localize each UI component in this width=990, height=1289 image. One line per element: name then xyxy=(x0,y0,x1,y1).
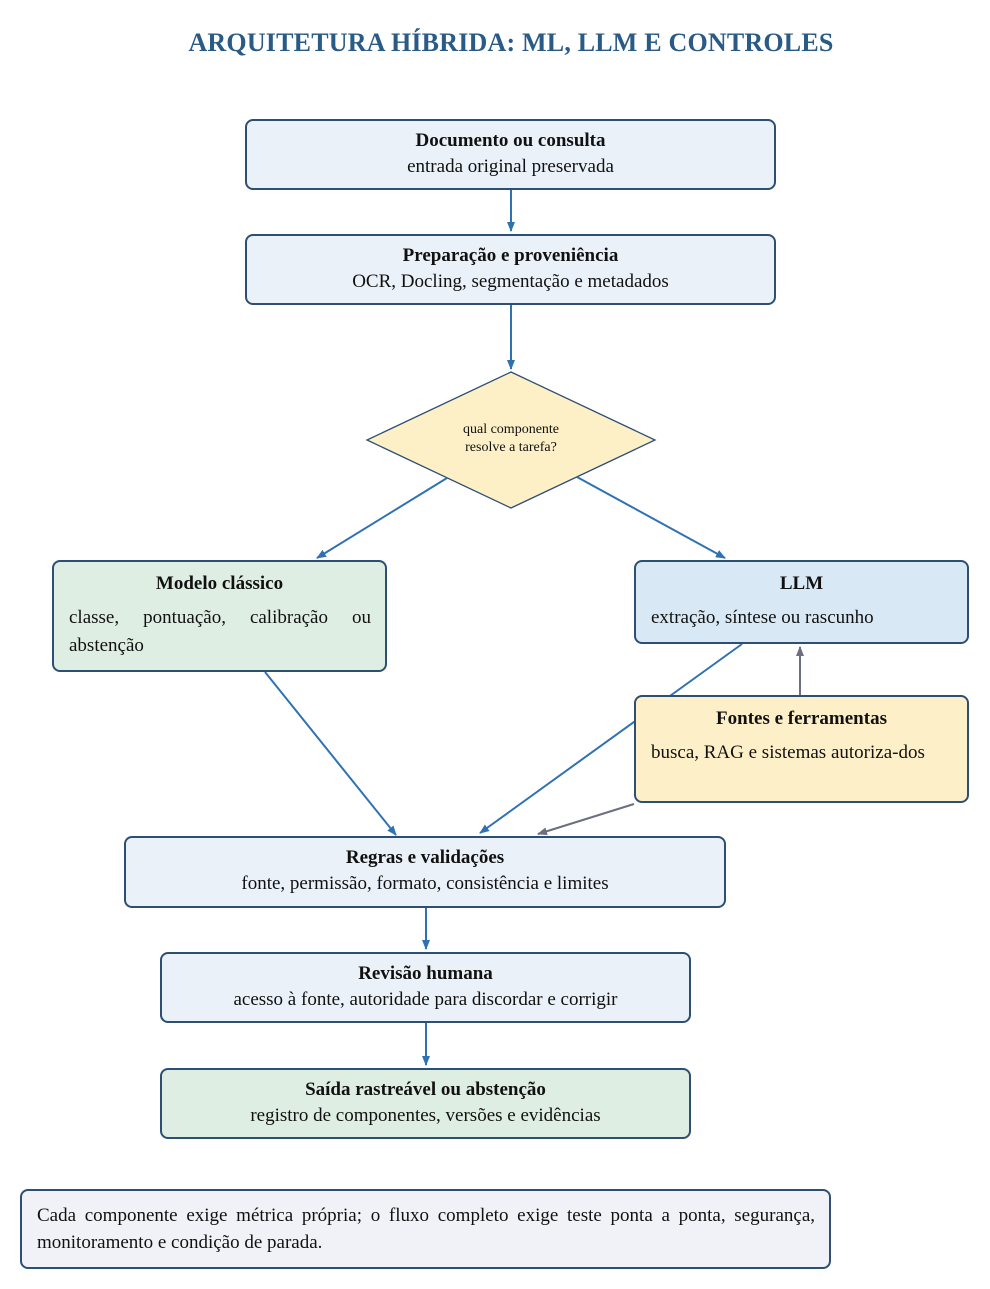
node-sources-tools: Fontes e ferramentas busca, RAG e sistem… xyxy=(634,695,969,803)
node-rules-validations-title: Regras e validações xyxy=(345,847,505,868)
node-preparation: Preparação e proveniência OCR, Docling, … xyxy=(245,234,776,305)
node-document-input-title: Documento ou consulta xyxy=(415,130,606,151)
node-traceable-output-desc: registro de componentes, versões e evidê… xyxy=(250,1105,601,1126)
node-document-input-desc: entrada original preservada xyxy=(407,156,614,177)
footer-note: Cada componente exige métrica própria; o… xyxy=(20,1189,831,1269)
node-classic-model: Modelo clássico classe, pontuação, calib… xyxy=(52,560,387,672)
decision-diamond xyxy=(365,371,657,509)
decision-label-line1: qual componente xyxy=(462,422,560,437)
node-classic-model-title: Modelo clássico xyxy=(155,573,284,594)
arrow-classic-to-rules xyxy=(264,671,397,836)
arrow-decision-to-llm xyxy=(576,476,726,559)
node-traceable-output: Saída rastreável ou abstenção registro d… xyxy=(160,1068,691,1139)
node-llm-title: LLM xyxy=(779,573,824,594)
node-document-input: Documento ou consulta entrada original p… xyxy=(245,119,776,190)
node-rules-validations-desc: fonte, permissão, formato, consistência … xyxy=(241,873,609,894)
node-human-review-desc: acesso à fonte, autoridade para discorda… xyxy=(233,989,618,1010)
node-classic-model-desc: classe, pontuação, calibração ou abstenç… xyxy=(69,607,371,656)
node-preparation-title: Preparação e proveniência xyxy=(402,245,619,266)
node-preparation-desc: OCR, Docling, segmentação e metadados xyxy=(352,271,669,292)
node-llm-desc: extração, síntese ou rascunho xyxy=(651,607,874,628)
diagram-title: ARQUITETURA HÍBRIDA: ML, LLM E CONTROLES xyxy=(188,28,834,57)
node-human-review: Revisão humana acesso à fonte, autoridad… xyxy=(160,952,691,1023)
decision-label-line2: resolve a tarefa? xyxy=(465,440,557,455)
arrow-llm-to-rules xyxy=(479,643,743,834)
arrow-sources-to-rules xyxy=(537,803,635,836)
node-traceable-output-title: Saída rastreável ou abstenção xyxy=(305,1079,546,1100)
node-rules-validations: Regras e validações fonte, permissão, fo… xyxy=(124,836,726,908)
node-human-review-title: Revisão humana xyxy=(358,963,493,984)
arrow-decision-to-classic xyxy=(316,477,448,559)
node-sources-tools-desc: busca, RAG e sistemas autoriza-dos xyxy=(651,742,925,763)
node-sources-tools-title: Fontes e ferramentas xyxy=(716,708,887,729)
node-llm: LLM extração, síntese ou rascunho xyxy=(634,560,969,644)
decision-label: qual componente resolve a tarefa? xyxy=(411,421,611,457)
